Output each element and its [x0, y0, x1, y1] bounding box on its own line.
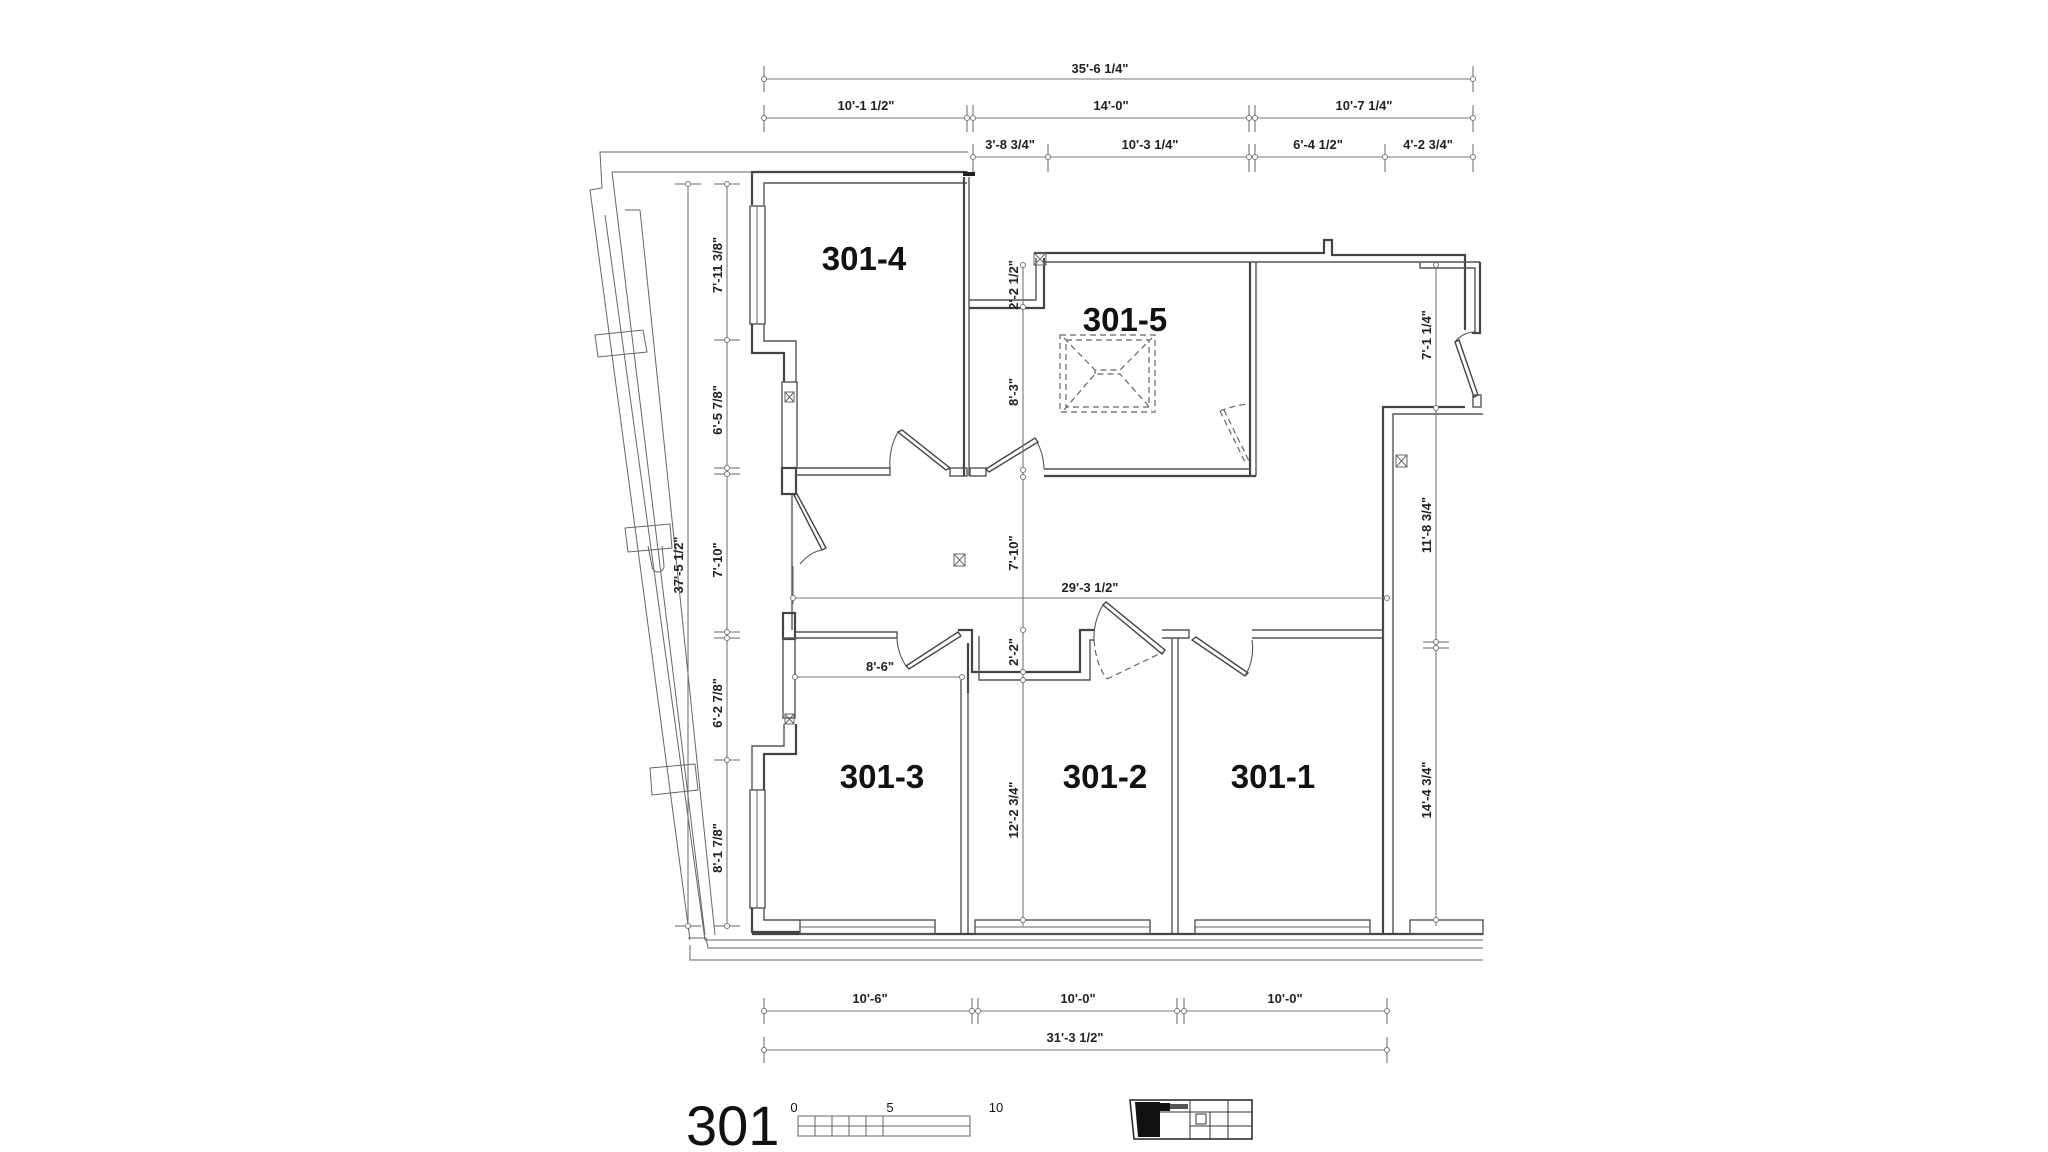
dim-top-row3-3: 6'-4 1/2" — [1293, 137, 1343, 152]
dim-top-row3-2: 10'-3 1/4" — [1122, 137, 1179, 152]
top-dimensions: 35'-6 1/4" 10'-1 1/2" 14'-0" 10'-7 1/4" … — [761, 61, 1476, 172]
dim-8-6: 8'-6" — [866, 659, 894, 674]
room-label-301-5: 301-5 — [1083, 301, 1167, 338]
dim-top-row2-3: 10'-7 1/4" — [1336, 98, 1393, 113]
dim-2-2: 2'-2" — [1006, 638, 1021, 666]
dim-top-row2-2: 14'-0" — [1093, 98, 1128, 113]
dim-bottom-3: 10'-0" — [1267, 991, 1302, 1006]
dim-left-overall: 37'-5 1/2" — [671, 537, 686, 594]
room-label-301-1: 301-1 — [1231, 758, 1315, 795]
dim-left-seg-2: 6'-5 7/8" — [710, 385, 725, 435]
dim-7-10: 7'-10" — [1006, 535, 1021, 570]
dim-12-2: 12'-2 3/4" — [1006, 782, 1021, 839]
room-label-301-4: 301-4 — [822, 240, 907, 277]
dim-bottom-overall: 31'-3 1/2" — [1047, 1030, 1104, 1045]
room-label-301-2: 301-2 — [1063, 758, 1147, 795]
walls — [749, 170, 1484, 936]
room-labels: 301-4 301-5 301-3 301-2 301-1 — [822, 240, 1315, 795]
dim-corridor-width: 29'-3 1/2" — [1062, 580, 1119, 595]
dim-right-seg-3: 14'-4 3/4" — [1419, 762, 1434, 819]
plan-legend: 301 0 5 10 — [686, 1094, 1253, 1152]
dim-top-row2-1: 10'-1 1/2" — [838, 98, 895, 113]
scale-bar: 0 5 10 — [790, 1100, 1003, 1137]
key-plan-thumbnail-icon — [1129, 1099, 1253, 1140]
scale-label-5: 5 — [886, 1100, 893, 1115]
room-label-301-3: 301-3 — [840, 758, 924, 795]
dim-top-row3-4: 4'-2 3/4" — [1403, 137, 1453, 152]
left-dimensions: 37'-5 1/2" 7'-11 3/8" 6'-5 7/8" 7'-10" 6… — [671, 181, 740, 929]
dim-bottom-1: 10'-6" — [852, 991, 887, 1006]
dim-2-2-half: 2'-2 1/2" — [1006, 260, 1021, 310]
dim-left-seg-1: 7'-11 3/8" — [710, 237, 725, 293]
right-dimensions: 7'-1 1/4" 11'-8 3/4" 14'-4 3/4" — [1419, 262, 1449, 926]
dim-right-seg-2: 11'-8 3/4" — [1419, 497, 1434, 553]
scale-label-10: 10 — [989, 1100, 1003, 1115]
plan-title: 301 — [686, 1094, 779, 1152]
dim-right-seg-1: 7'-1 1/4" — [1419, 310, 1434, 360]
dim-8-3: 8'-3" — [1006, 378, 1021, 406]
dim-bottom-2: 10'-0" — [1060, 991, 1095, 1006]
dim-top-row3-1: 3'-8 3/4" — [985, 137, 1035, 152]
dim-left-seg-4: 6'-2 7/8" — [710, 678, 725, 728]
interior-dimensions: 2'-2 1/2" 8'-3" 7'-10" 2'-2" 12'-2 3/4" … — [790, 260, 1390, 926]
bottom-dimensions: 10'-6" 10'-0" 10'-0" 31'-3 1/2" — [761, 991, 1390, 1063]
scale-label-0: 0 — [790, 1100, 797, 1115]
dim-left-seg-3: 7'-10" — [710, 542, 725, 577]
dim-top-overall: 35'-6 1/4" — [1072, 61, 1129, 76]
dim-left-seg-5: 8'-1 7/8" — [710, 823, 725, 873]
